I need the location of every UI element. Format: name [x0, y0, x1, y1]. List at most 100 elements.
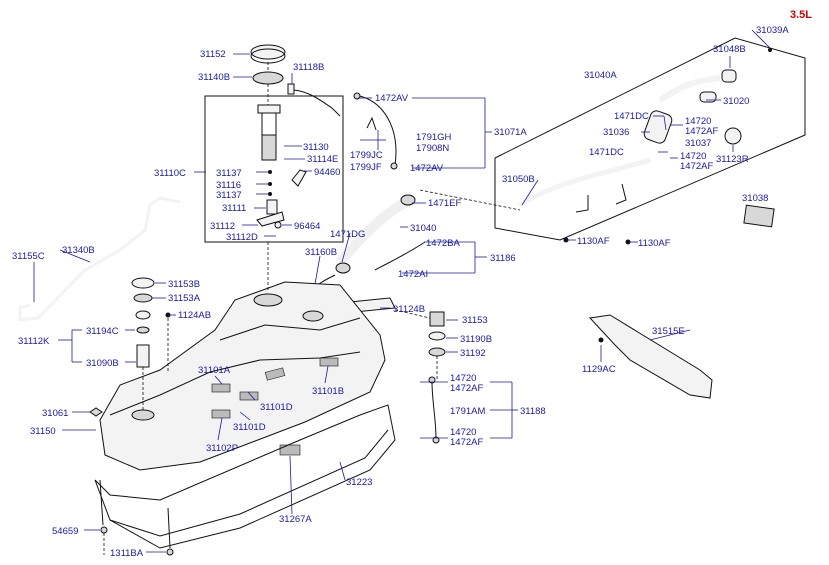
pump-flange: [257, 104, 281, 114]
filler-plug: [724, 127, 742, 145]
part-label: 31192: [460, 348, 486, 359]
filler-seal: [699, 91, 717, 103]
part-label: 1791AM: [450, 406, 485, 417]
part-label: 31038: [742, 193, 768, 204]
part-label: 31130: [303, 142, 329, 153]
hose-clamp: [335, 262, 351, 274]
breather-hose: [354, 94, 397, 166]
pipe-bracket-2: [615, 183, 627, 205]
fuel-pump-group-box: [204, 95, 344, 243]
part-label: 94460: [314, 167, 340, 178]
part-label: 31150: [30, 426, 56, 437]
part-label: 14720: [680, 151, 706, 162]
rollover-valve: [429, 311, 445, 327]
part-label: 31515E: [652, 326, 685, 337]
part-label: 31194C: [86, 326, 119, 337]
part-label: 31048B: [713, 44, 746, 55]
fuel-valve: [136, 344, 150, 368]
valve-opening: [131, 409, 155, 421]
part-label: 31101D: [260, 402, 293, 413]
tank-clip: [89, 407, 103, 417]
part-label: 31037: [685, 138, 711, 149]
filler-hose: [643, 110, 673, 144]
part-label: 31101B: [312, 386, 344, 397]
pump-lock-ring: [250, 44, 286, 60]
vent-hose: [293, 89, 341, 117]
filler-cap: [721, 69, 737, 83]
part-label: 31153A: [168, 293, 201, 304]
part-label: 31152: [200, 49, 226, 60]
part-label: 1472AF: [685, 126, 718, 137]
return-hose: [431, 381, 437, 439]
pump-bracket: [256, 211, 285, 227]
part-label: 31118B: [293, 62, 324, 73]
part-label: 1130AF: [638, 238, 671, 249]
part-label: 1472BA: [426, 238, 460, 249]
part-label: 54659: [52, 526, 78, 537]
part-label: 96464: [294, 221, 320, 232]
part-label: 1471EF: [428, 198, 461, 209]
part-label: 31040: [410, 223, 436, 234]
part-label: 31137: [216, 168, 242, 179]
skid-plate: [94, 404, 396, 549]
part-label: 31124B: [393, 304, 425, 315]
part-label: 31340B: [62, 245, 95, 256]
part-label: 1472AF: [450, 437, 483, 448]
part-label: 31188: [520, 406, 546, 417]
part-label: 31061: [42, 408, 68, 419]
part-label: 31155C: [12, 251, 45, 262]
part-label: 1472AV: [375, 93, 409, 104]
part-label: 1130AF: [577, 236, 610, 247]
leader-lines: [33, 29, 771, 553]
part-label: 31123R: [716, 154, 749, 165]
filler-pad: [743, 204, 775, 228]
part-label: 14720: [685, 116, 711, 127]
engine-label: 3.5L: [790, 9, 812, 21]
part-label: 31101A: [198, 365, 231, 376]
heat-shield: [588, 314, 713, 399]
part-label: 1799JF: [350, 162, 382, 173]
part-label: 31050B: [502, 174, 535, 185]
part-label: 31153B: [168, 279, 200, 290]
valve-seal: [133, 293, 153, 303]
part-label: 1471DC: [614, 111, 649, 122]
pump-gasket: [252, 71, 284, 85]
part-label: 1791GH: [416, 132, 452, 143]
part-label: 1471DG: [330, 229, 365, 240]
part-label: 31110C: [154, 168, 186, 179]
fuel-tank: [99, 281, 386, 471]
part-label: 31137: [216, 190, 242, 201]
part-label: 31190B: [460, 334, 492, 345]
pump-filter: [266, 199, 278, 215]
part-label: 31040A: [584, 70, 617, 81]
part-label: 31039A: [756, 25, 789, 36]
part-label: 31036: [603, 127, 629, 138]
part-label: 31101D: [233, 422, 266, 433]
part-label: 31020: [723, 96, 749, 107]
part-label: 31140B: [198, 72, 230, 83]
part-label: 31160B: [305, 247, 337, 258]
part-label: 1129AC: [582, 364, 616, 375]
part-label: 31112: [210, 221, 235, 232]
part-label: 31112D: [226, 232, 258, 243]
vent-hose-mid: [374, 241, 426, 271]
part-label: 1311BA: [110, 548, 144, 559]
pump-body: [261, 134, 277, 161]
part-label: 17908N: [416, 143, 449, 154]
hose-clip: [366, 116, 377, 131]
part-label: 31071A: [494, 127, 527, 138]
part-label: 31223: [346, 477, 372, 488]
part-label: 1471DC: [589, 147, 624, 158]
pipe-bracket-1: [575, 195, 589, 213]
part-label: 31186: [490, 253, 516, 264]
part-label: 1472AV: [410, 163, 444, 174]
part-label: 1472AF: [450, 383, 483, 394]
part-label: 31090B: [86, 358, 119, 369]
part-label: 1472AI: [398, 269, 428, 280]
part-label: 1124AB: [178, 310, 211, 321]
vent-connector: [287, 83, 295, 95]
filler-neck-group-box: [494, 37, 806, 241]
part-label: 14720: [450, 427, 476, 438]
